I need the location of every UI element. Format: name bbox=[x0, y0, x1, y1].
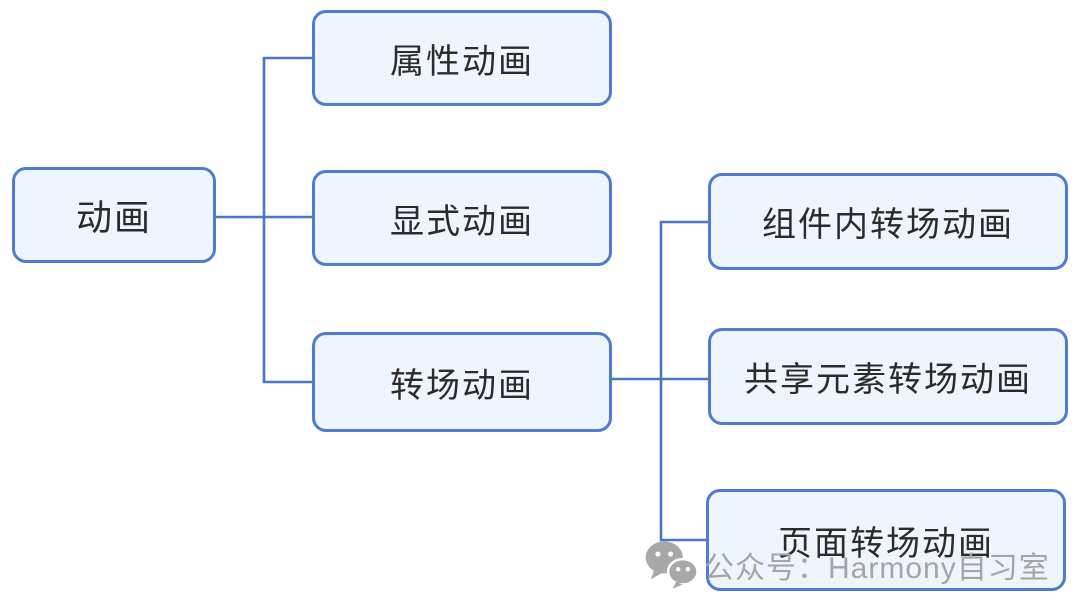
node-label: 共享元素转场动画 bbox=[744, 361, 1032, 399]
connector-root-spine bbox=[262, 56, 312, 384]
node-shared-element-transition-animation: 共享元素转场动画 bbox=[708, 328, 1068, 425]
node-transition-animation: 转场动画 bbox=[312, 332, 612, 432]
node-component-transition-animation: 组件内转场动画 bbox=[708, 173, 1068, 270]
node-label: 页面转场动画 bbox=[778, 524, 994, 563]
connector-transition-spine bbox=[659, 220, 708, 542]
node-label: 属性动画 bbox=[390, 42, 534, 81]
node-label: 组件内转场动画 bbox=[762, 206, 1014, 244]
node-label: 显式动画 bbox=[390, 202, 534, 241]
node-property-animation: 属性动画 bbox=[312, 10, 612, 106]
node-label: 转场动画 bbox=[390, 366, 534, 405]
node-page-transition-animation: 页面转场动画 bbox=[706, 489, 1066, 591]
node-animation: 动画 bbox=[12, 167, 216, 263]
node-label: 动画 bbox=[75, 197, 152, 238]
node-explicit-animation: 显式动画 bbox=[312, 170, 612, 266]
